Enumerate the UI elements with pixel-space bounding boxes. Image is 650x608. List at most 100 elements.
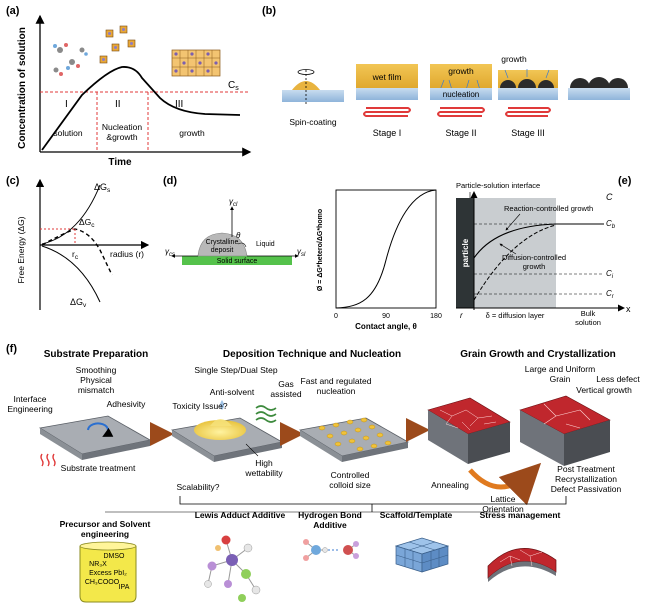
panel-e-cr: Cr <box>606 289 615 300</box>
precursor-solution <box>194 420 246 440</box>
substrate <box>430 88 492 100</box>
panel-e-cb: Cb <box>606 219 616 230</box>
panel-d-plot-ylabel: Ø = ΔG*hetero/ΔG*homo <box>317 209 324 291</box>
panel-e: (e) Particle-solution interface particle… <box>456 175 632 327</box>
panel-f-toxicity: Toxicity Issue? <box>172 401 228 411</box>
panel-b-wet-film: wet film <box>372 72 402 82</box>
panel-b-spin: Spin-coating <box>289 117 337 127</box>
panel-b-final-film <box>568 77 630 100</box>
panel-e-interface: Particle-solution interface <box>456 181 540 190</box>
panel-b-spin-coating: Spin-coating <box>282 69 344 127</box>
panel-f-annealing: Annealing <box>431 480 469 490</box>
panel-d-tick-90: 90 <box>382 313 390 320</box>
panel-f-scalability: Scalability? <box>177 482 220 492</box>
small-grain-film <box>427 397 511 464</box>
panel-f-smoothing-3: mismatch <box>78 385 115 395</box>
diffusion-layer <box>474 198 556 308</box>
panel-f-post-2: Recrystallization <box>555 474 617 484</box>
panel-d-label: (d) <box>163 175 177 187</box>
panel-e-diffusion-2: growth <box>523 262 546 271</box>
rotation-arrow-icon <box>87 422 114 437</box>
panel-b: (b) Spin-coating wet film Stage I growth <box>262 5 630 138</box>
panel-d-gamma-cl: γcl <box>229 197 238 208</box>
panel-a-cs: Cs <box>228 80 239 92</box>
panel-f-solvent-3: Excess PbI₂ <box>89 570 127 577</box>
panel-f-high-1: High <box>255 458 273 468</box>
lewis-adduct-icon <box>204 535 261 602</box>
panel-d-crystalline-1: Crystalline <box>206 239 239 246</box>
panel-a-solution: solution <box>53 128 83 138</box>
panel-b-stage-3: growth Stage III <box>498 54 558 138</box>
panel-e-ci: Ci <box>606 269 614 280</box>
panel-f-additive-3-b: Additive <box>313 520 347 530</box>
panel-a-nuclei-icon <box>99 25 136 64</box>
panel-b-stage-1: wet film Stage I <box>356 64 418 138</box>
particle <box>456 198 474 308</box>
panel-d-plot-xlabel: Contact angle, θ <box>355 322 417 331</box>
panel-f-label: (f) <box>6 343 17 355</box>
panel-d-gamma-sl: γsl <box>297 247 306 258</box>
panel-e-r: r <box>460 311 463 320</box>
panel-a-concentration-curve <box>41 66 241 151</box>
panel-d-plot-curve <box>335 189 437 309</box>
film <box>430 64 492 88</box>
panel-c: (c) Free Energy (ΔG) ΔGs ΔGc rc radius (… <box>6 175 150 310</box>
panel-a-stage-1: I <box>65 99 68 110</box>
panel-d-theta: θ <box>236 231 241 240</box>
panel-e-delta: δ = diffusion layer <box>486 311 545 320</box>
panel-f-interface-2: Engineering <box>7 404 53 414</box>
beaker-icon <box>79 541 137 603</box>
hydrogen-bond-icon <box>303 539 359 561</box>
panel-f-post-1: Post Treatment <box>557 464 615 474</box>
panel-a-stage-3: III <box>175 99 183 110</box>
panel-c-gs: ΔGs <box>94 182 111 194</box>
panel-c-surface-curve <box>41 184 101 245</box>
panel-b-growth-3: growth <box>501 54 527 64</box>
additive-brace <box>179 496 567 505</box>
panel-f-substrate-treatment: Substrate treatment <box>61 463 136 473</box>
panel-f-controlled-2: colloid size <box>329 480 371 490</box>
panel-f-post-3: Defect Passivation <box>551 484 622 494</box>
panel-b-nucleation: nucleation <box>443 90 479 99</box>
panel-e-reaction: Reaction-controlled growth <box>504 204 593 213</box>
panel-f-high-2: wettability <box>244 468 283 478</box>
panel-c-volume-curve <box>41 245 101 303</box>
panel-b-growth-2: growth <box>448 66 474 76</box>
panel-f-smoothing-1: Smoothing <box>76 365 117 375</box>
panel-c-radius: radius (r) <box>110 249 144 259</box>
gas-flow-icon <box>255 405 277 423</box>
panel-e-bulk-1: Bulk <box>581 309 596 318</box>
substrate <box>282 90 344 102</box>
panel-f-single-dual: Single Step/Dual Step <box>194 365 277 375</box>
panel-b-stage-2-label: Stage II <box>445 128 476 138</box>
solid-surface <box>182 256 292 265</box>
large-grain-film <box>519 395 611 466</box>
panel-e-c-axis-label: C <box>606 192 613 202</box>
panel-f-solvent-2: NR₃X <box>89 561 107 568</box>
orientation-arrow <box>468 462 542 506</box>
wet-film <box>356 64 418 88</box>
panel-c-gv: ΔGv <box>70 297 87 309</box>
panel-f-additive-1-b: engineering <box>81 529 129 539</box>
panel-a: (a) Concentration of solution Time Cs I … <box>6 5 252 168</box>
panel-f-large-1: Large and Uniform <box>525 364 595 374</box>
panel-f-lattice-2: Orientation <box>482 504 524 514</box>
panel-e-diffusion-1: Diffusion-controlled <box>502 253 566 262</box>
panel-e-reaction-curve <box>473 223 604 259</box>
panel-b-stage-1-label: Stage I <box>373 128 402 138</box>
panel-c-label: (c) <box>6 175 20 187</box>
panel-f-anti-solvent: Anti-solvent <box>210 387 255 397</box>
panel-d-gamma-cs: γcs <box>165 247 175 258</box>
panel-b-stage-3-label: Stage III <box>511 128 545 138</box>
heat-icon <box>40 453 56 467</box>
panel-f-additive-5: Stress management <box>480 510 561 520</box>
panel-e-bulk-2: solution <box>575 318 601 327</box>
panel-d-tick-0: 0 <box>334 313 338 320</box>
panel-f-less-defect: Less defect <box>596 374 640 384</box>
panel-d-plot-frame <box>335 189 437 309</box>
panel-b-stage-2: growth nucleation Stage II <box>430 64 492 138</box>
panel-f-additive-1-a: Precursor and Solvent <box>60 519 151 529</box>
panel-f-smoothing-2: Physical <box>80 375 112 385</box>
